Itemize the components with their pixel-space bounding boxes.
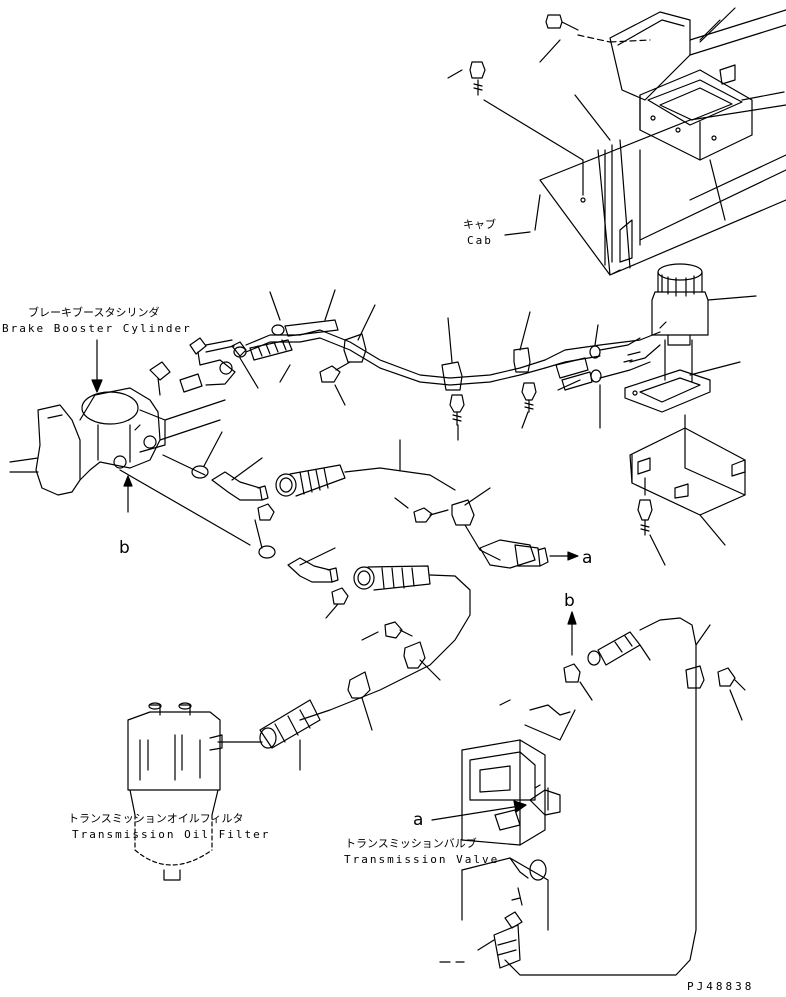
callout-a-upper: a [582,548,592,568]
brake-booster-leader [91,339,103,393]
brake-booster-label-jp: ブレーキブースタシリンダ [28,305,159,319]
brake-booster-label-en: Brake Booster Cylinder [2,322,192,335]
trans-valve-label-jp: トランスミッションバルブ [345,836,477,850]
drawing-code: PJ48838 [687,980,754,992]
reservoir-tank [623,263,757,413]
callout-b-left: b [119,538,130,558]
trans-filter-label-jp: トランスミッションオイルフィルタ [68,812,244,825]
guard-plate [629,414,746,566]
callout-a-lower: a [413,810,423,830]
brake-line-upper [233,289,661,441]
transmission-valve [461,699,576,931]
callout-b-arrow-left [123,475,133,513]
callout-b-lower: b [564,591,575,611]
brake-booster-cylinder [9,337,276,559]
callout-a-arrow-lower [431,800,527,821]
hose-assembly-upper [211,439,579,569]
hose-assembly-lower [217,547,471,771]
trans-valve-label-en: Transmission Valve [344,853,499,866]
cab-assembly [447,7,786,276]
pipe-to-valve [439,611,746,976]
cab-label-en: Cab [467,234,493,247]
cab-label-jp: キャブ [463,217,496,231]
trans-filter-label-en: Transmission Oil Filter [72,828,270,841]
transmission-oil-filter [127,702,223,881]
